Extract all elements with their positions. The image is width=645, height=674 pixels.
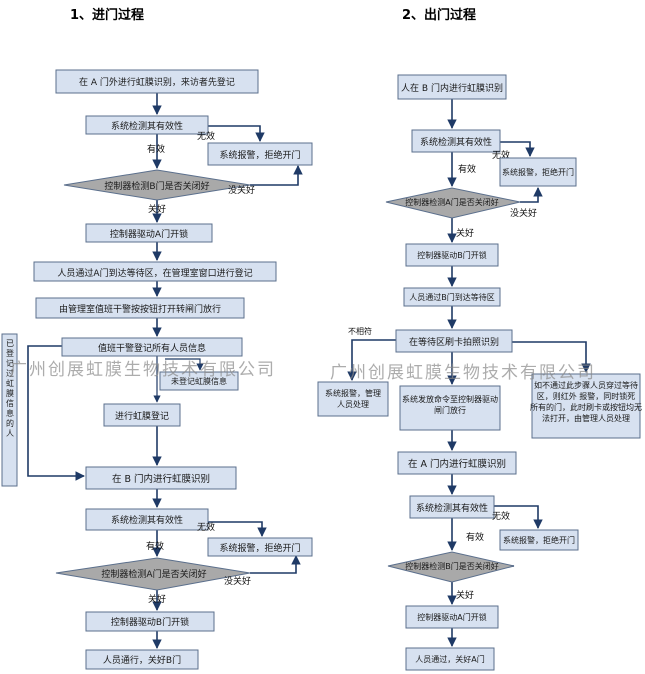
valid-label: 有效 (147, 143, 165, 155)
entry-step-unregistered: 未登记虹膜信息 (159, 371, 239, 391)
exit-step-unlock-a: 控制器驱动A门开锁 (405, 605, 499, 629)
step-label: 未登记虹膜信息 (171, 376, 227, 386)
entry-step-iris-recognition-a: 在 A 门外进行虹膜识别，来访者先登记 (55, 69, 259, 94)
watermark-left: 广州创展虹膜生物技术有限公司 (10, 360, 276, 380)
entry-step-iris-recognition-b: 在 B 门内进行虹膜识别 (85, 466, 237, 490)
valid-label: 有效 (458, 163, 476, 175)
entry-step-record-info: 值班干警登记所有人员信息 (61, 337, 243, 357)
entry-step-unlock-a: 控制器驱动A门开锁 (85, 223, 213, 243)
side-label: 已登记过虹膜信息的人 (6, 339, 14, 438)
step-label: 系统报警，管理人员处理 (325, 388, 381, 409)
entry-step-register-window: 人员通过A门到达等待区，在管理室窗口进行登记 (33, 261, 277, 282)
not-closed-label-2: 没关好 (224, 575, 251, 587)
decision-label: 控制器检测B门是否关闭好 (104, 180, 209, 192)
exit-step-alarm-manage: 系统报警，管理人员处理 (317, 381, 389, 417)
exit-step-infrared-alarm: 如不通过此步骤人员穿过等待区，则红外 报警，同时锁死所有的门，此时刷卡或按钮均无… (530, 373, 642, 439)
valid-label-2: 有效 (466, 531, 484, 543)
closed-label-2: 关好 (456, 589, 474, 601)
step-label: 控制器驱动B门开锁 (111, 616, 189, 628)
closed-label-2: 关好 (148, 593, 166, 605)
closed-label: 关好 (148, 203, 166, 215)
exit-step-validate: 系统检测其有效性 (411, 129, 501, 153)
entry-step-validate-2: 系统检测其有效性 (85, 508, 209, 531)
step-label: 系统报警，拒绝开门 (219, 149, 300, 161)
step-label: 人员通过，关好A门 (415, 654, 484, 664)
watermark-right: 广州创展虹膜生物技术有限公司 (330, 363, 596, 383)
entry-side-registered-people: 已登记过虹膜信息的人 (1, 333, 18, 487)
step-label: 在 A 门外进行虹膜识别，来访者先登记 (79, 76, 235, 88)
step-label: 系统检测其有效性 (111, 120, 183, 132)
step-label: 在 A 门内进行虹膜识别 (408, 458, 506, 470)
entry-step-open-turnstile: 由管理室值班干警按按钮打开转闸门放行 (35, 297, 245, 319)
invalid-label-2: 无效 (197, 521, 215, 533)
step-label: 控制器驱动A门开锁 (417, 612, 486, 622)
decision-label: 控制器检测A门是否关闭好 (405, 197, 498, 207)
exit-step-alarm-reject: 系统报警，拒绝开门 (499, 157, 577, 187)
step-label: 系统检测其有效性 (111, 514, 183, 526)
step-label: 系统报警，拒绝开门 (503, 535, 575, 545)
exit-step-unlock-b: 控制器驱动B门开锁 (405, 243, 499, 267)
step-label: 由管理室值班干警按按钮打开转闸门放行 (59, 303, 221, 315)
step-label: 系统检测其有效性 (416, 502, 488, 514)
exit-step-card-photo: 在等待区刷卡拍照识别 (395, 329, 513, 353)
exit-decision-door-a-closed: 控制器检测A门是否关闭好 (385, 187, 521, 219)
entry-step-alarm-reject: 系统报警，拒绝开门 (207, 142, 313, 166)
step-label: 如不通过此步骤人员穿过等待区，则红外 报警，同时锁死所有的门，此时刷卡或按钮均无… (530, 380, 642, 423)
exit-step-iris-recognition-a: 在 A 门内进行虹膜识别 (397, 451, 517, 475)
entry-connectors (27, 93, 303, 649)
valid-label-2: 有效 (146, 540, 164, 552)
exit-step-alarm-reject-2: 系统报警，拒绝开门 (499, 529, 579, 551)
step-label: 系统检测其有效性 (420, 136, 492, 148)
entry-step-alarm-reject-2: 系统报警，拒绝开门 (207, 537, 313, 557)
entry-flow: 在 A 门外进行虹膜识别，来访者先登记 系统检测其有效性 无效 系统报警，拒绝开… (1, 69, 313, 670)
exit-connectors (347, 99, 591, 647)
exit-step-pass-close-a: 人员通过，关好A门 (405, 647, 495, 671)
exit-flow: 人在 B 门内进行虹膜识别 系统检测其有效性 无效 系统报警，拒绝开门 有效 控… (317, 74, 642, 671)
step-label: 值班干警登记所有人员信息 (98, 342, 206, 354)
exit-process-title: 2、出门过程 (402, 7, 476, 23)
invalid-label: 无效 (197, 130, 215, 142)
step-label: 进行虹膜登记 (115, 410, 169, 422)
step-label: 控制器驱动B门开锁 (417, 250, 487, 260)
step-label: 人员通过B门到达等待区 (409, 292, 495, 302)
step-label: 控制器驱动A门开锁 (110, 228, 188, 240)
decision-label: 控制器检测B门是否关闭好 (405, 561, 499, 571)
not-closed-label: 没关好 (510, 207, 537, 219)
step-label: 在 B 门内进行虹膜识别 (112, 473, 210, 485)
step-label: 系统报警，拒绝开门 (219, 542, 300, 554)
entry-step-pass-close-b: 人员通行，关好B门 (85, 649, 199, 670)
closed-label: 关好 (456, 227, 474, 239)
exit-decision-door-b-closed: 控制器检测B门是否关闭好 (387, 551, 515, 583)
step-label: 人员通行，关好B门 (103, 654, 181, 666)
entry-decision-door-b-closed: 控制器检测B门是否关闭好 (63, 169, 251, 201)
decision-label: 控制器检测A门是否关闭好 (101, 568, 206, 580)
entry-step-iris-enroll: 进行虹膜登记 (103, 403, 181, 427)
step-label: 人员通过A门到达等待区，在管理室窗口进行登记 (57, 267, 252, 279)
step-label: 在等待区刷卡拍照识别 (409, 336, 499, 348)
not-match-label: 不相符 (348, 326, 372, 336)
exit-step-iris-recognition-b: 人在 B 门内进行虹膜识别 (397, 74, 507, 100)
entry-process-title: 1、进门过程 (70, 7, 144, 23)
not-closed-label: 没关好 (228, 184, 255, 196)
exit-step-waiting-area: 人员通过B门到达等待区 (403, 287, 501, 307)
step-label: 系统报警，拒绝开门 (502, 167, 574, 177)
entry-step-unlock-b: 控制器驱动B门开锁 (85, 611, 215, 632)
step-label: 人在 B 门内进行虹膜识别 (401, 82, 503, 94)
exit-step-validate-2: 系统检测其有效性 (409, 495, 495, 519)
entry-decision-door-a-closed: 控制器检测A门是否关闭好 (55, 557, 251, 591)
step-label: 系统发放命令至控制器驱动闸门放行 (402, 394, 498, 415)
entry-step-validate: 系统检测其有效性 (85, 115, 209, 135)
exit-step-release-gate: 系统发放命令至控制器驱动闸门放行 (399, 385, 501, 431)
invalid-label-2: 无效 (492, 510, 510, 522)
